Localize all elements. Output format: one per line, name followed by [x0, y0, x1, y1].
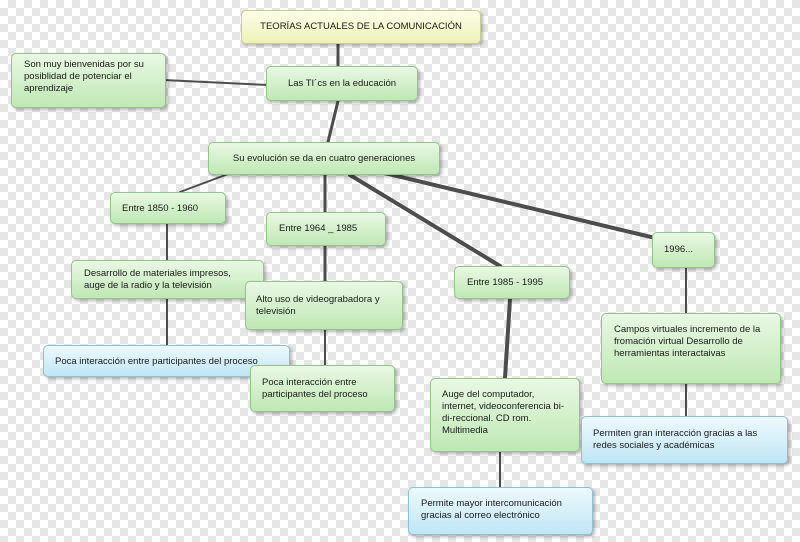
- node-gen3-desc: Auge del computador, internet, videoconf…: [430, 378, 580, 452]
- node-evolucion: Su evolución se da en cuatro generacione…: [208, 142, 440, 175]
- node-gen3: Entre 1985 - 1995: [454, 266, 570, 299]
- node-tics: Las TI´cs en la educación: [266, 66, 418, 101]
- node-gen1-desc: Desarrollo de materiales impresos, auge …: [71, 260, 264, 299]
- node-gen1: Entre 1850 - 1960: [110, 192, 226, 224]
- link-tics-bienvenidas: [162, 79, 269, 86]
- node-bienvenidas: Son muy bienvenidas por su posiblidad de…: [11, 53, 166, 108]
- node-gen4-desc: Campos virtuales incremento de la fromac…: [601, 313, 781, 384]
- node-gen2-result: Poca interacción entre participantes del…: [250, 365, 395, 412]
- node-gen4: 1996...: [652, 232, 715, 268]
- node-gen2-desc: Alto uso de videograbadora y televisión: [245, 281, 403, 330]
- node-gen2: Entre 1964 _ 1985: [266, 212, 386, 246]
- node-gen4-result: Permiten gran interacción gracias a las …: [581, 416, 788, 464]
- link-gen3-desc: [503, 297, 512, 380]
- node-title: TEORÍAS ACTUALES DE LA COMUNICACIÓN: [241, 10, 481, 44]
- node-gen1-result: Poca interacción entre participantes del…: [43, 345, 290, 377]
- link-evolucion-gen3: [348, 173, 502, 268]
- link-evolucion-gen4: [378, 170, 682, 246]
- link-tics-evolucion: [326, 99, 340, 144]
- link-evolucion-gen1: [179, 173, 229, 193]
- node-gen3-result: Permite mayor intercomunicación gracias …: [408, 487, 593, 535]
